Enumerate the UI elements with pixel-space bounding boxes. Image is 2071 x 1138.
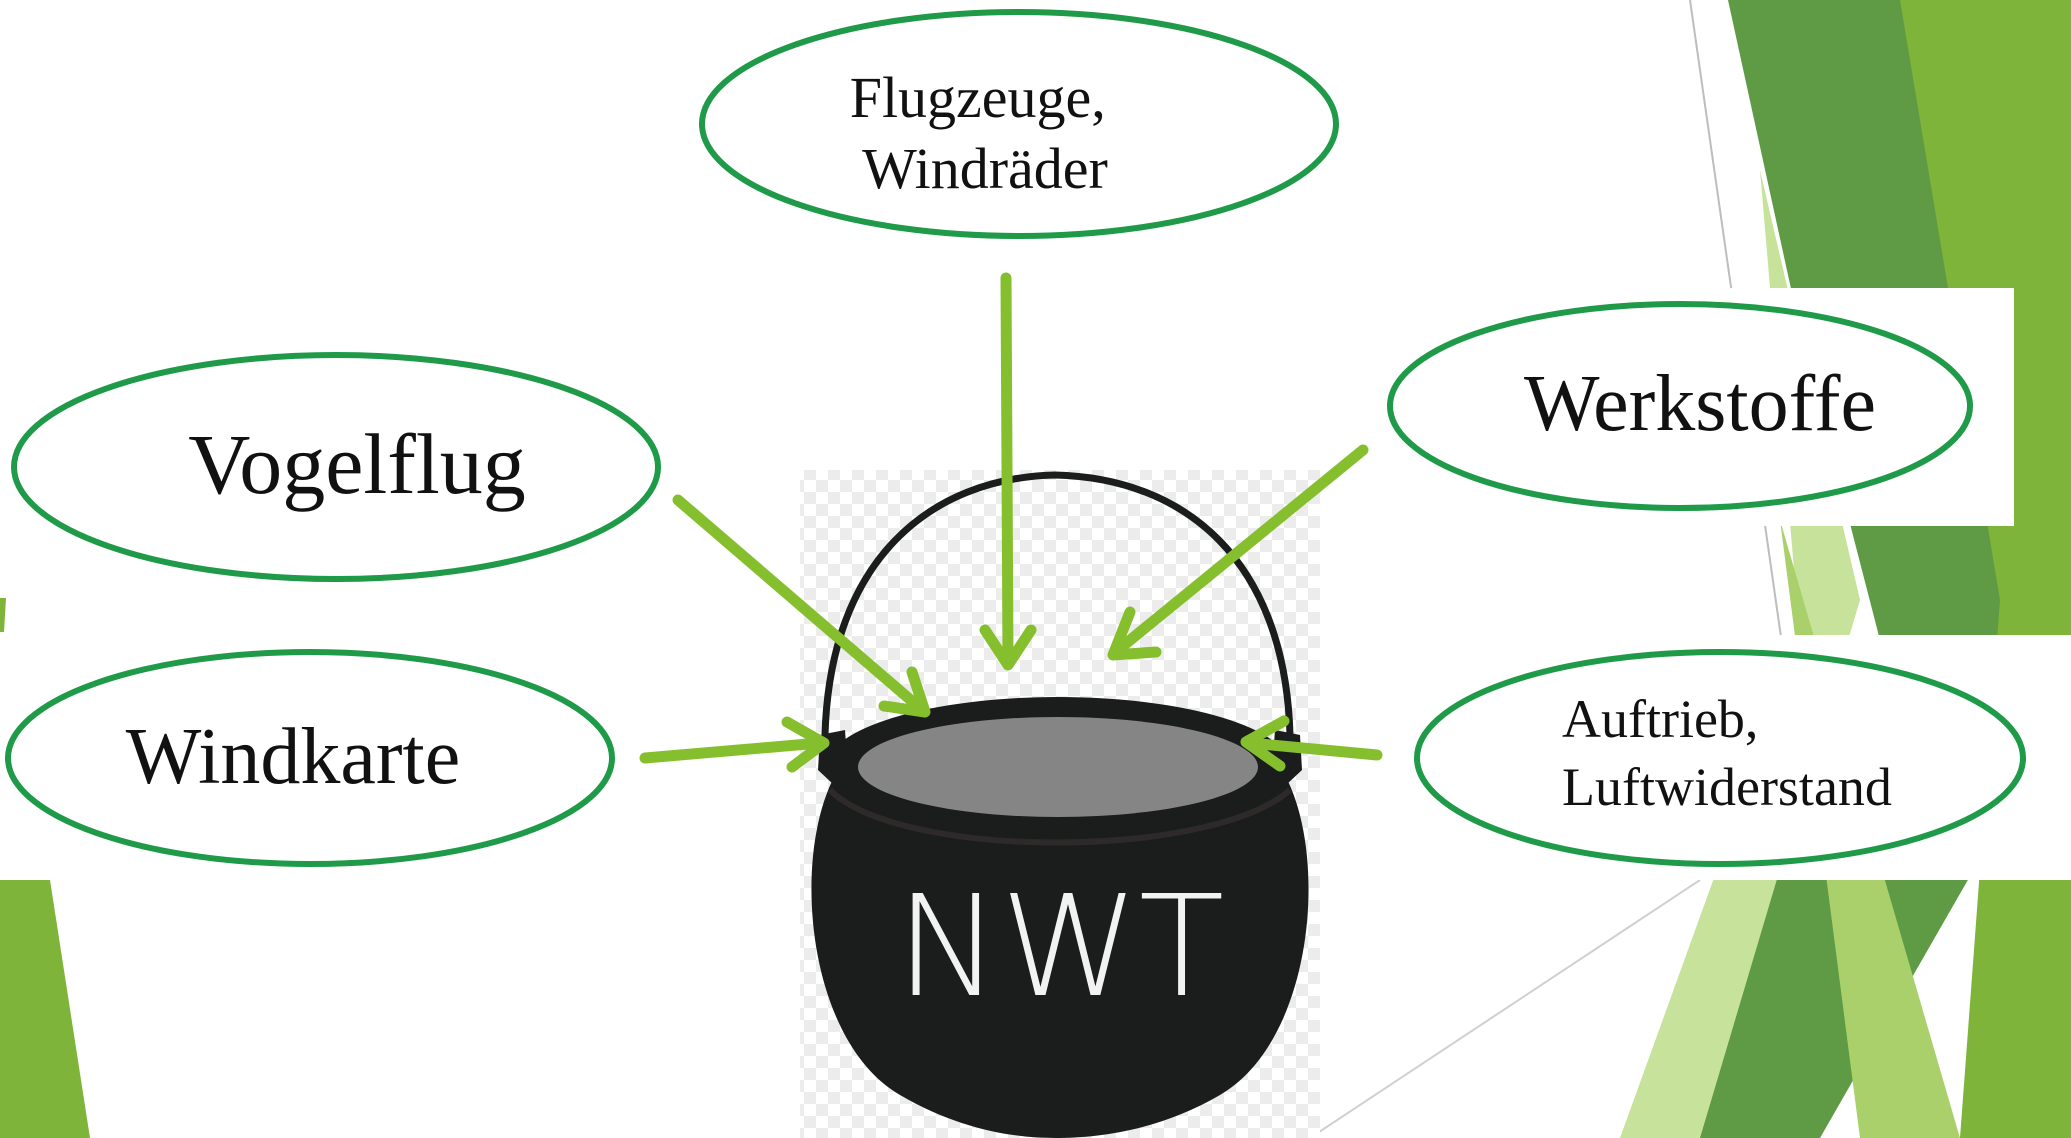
node-auftrieb-line-1: Auftrieb,	[1562, 689, 1758, 749]
svg-text:Flugzeuge, Windräder: Flugzeuge, Windräder	[850, 65, 1121, 201]
arrow-from-flugzeuge	[979, 272, 1037, 671]
node-werkstoffe: Werkstoffe	[1387, 301, 1973, 511]
pot-opening	[858, 717, 1258, 817]
deco-sliver-left	[0, 598, 6, 632]
arrows	[639, 272, 1383, 773]
node-windkarte-ellipse	[5, 649, 615, 867]
node-vogelflug: Vogelflug	[11, 352, 661, 582]
node-flugzeuge-ellipse	[699, 9, 1339, 239]
node-flugzeuge-line-1: Flugzeuge,	[850, 65, 1106, 130]
pot-shoulder	[827, 787, 1292, 846]
cauldron: NWT	[800, 470, 1320, 1138]
pot-label: NWT	[896, 866, 1225, 1029]
node-auftrieb: Auftrieb, Luftwiderstand	[1414, 649, 2026, 867]
pot-handle	[821, 471, 1294, 736]
node-vogelflug-ellipse	[11, 352, 661, 582]
node-flugzeuge-line-2: Windräder	[862, 136, 1108, 201]
node-flugzeuge: Flugzeuge, Windräder	[699, 9, 1339, 239]
arrow-from-auftrieb	[1240, 715, 1383, 772]
node-auftrieb-line-2: Luftwiderstand	[1562, 757, 1892, 817]
node-auftrieb-ellipse	[1414, 649, 2026, 867]
svg-text:Auftrieb, Luftwidersta: Auftrieb, Luftwiderstand	[1562, 689, 1892, 817]
arrow-from-vogelflug	[672, 494, 931, 718]
node-windkarte-label: Windkarte	[126, 713, 460, 801]
deco-line-2	[1309, 879, 1701, 1138]
topic-nodes: Flugzeuge, Windräder Vogelflug Werkstoff…	[5, 9, 2026, 867]
deco-facet-left	[0, 880, 90, 1138]
arrow-from-werkstoffe	[1107, 444, 1369, 661]
node-werkstoffe-ellipse	[1387, 301, 1973, 511]
node-windkarte: Windkarte	[5, 649, 615, 867]
pot-body	[811, 770, 1309, 1138]
arrow-from-windkarte	[639, 716, 830, 773]
node-werkstoffe-label: Werkstoffe	[1524, 360, 1876, 448]
node-vogelflug-label: Vogelflug	[188, 416, 526, 512]
